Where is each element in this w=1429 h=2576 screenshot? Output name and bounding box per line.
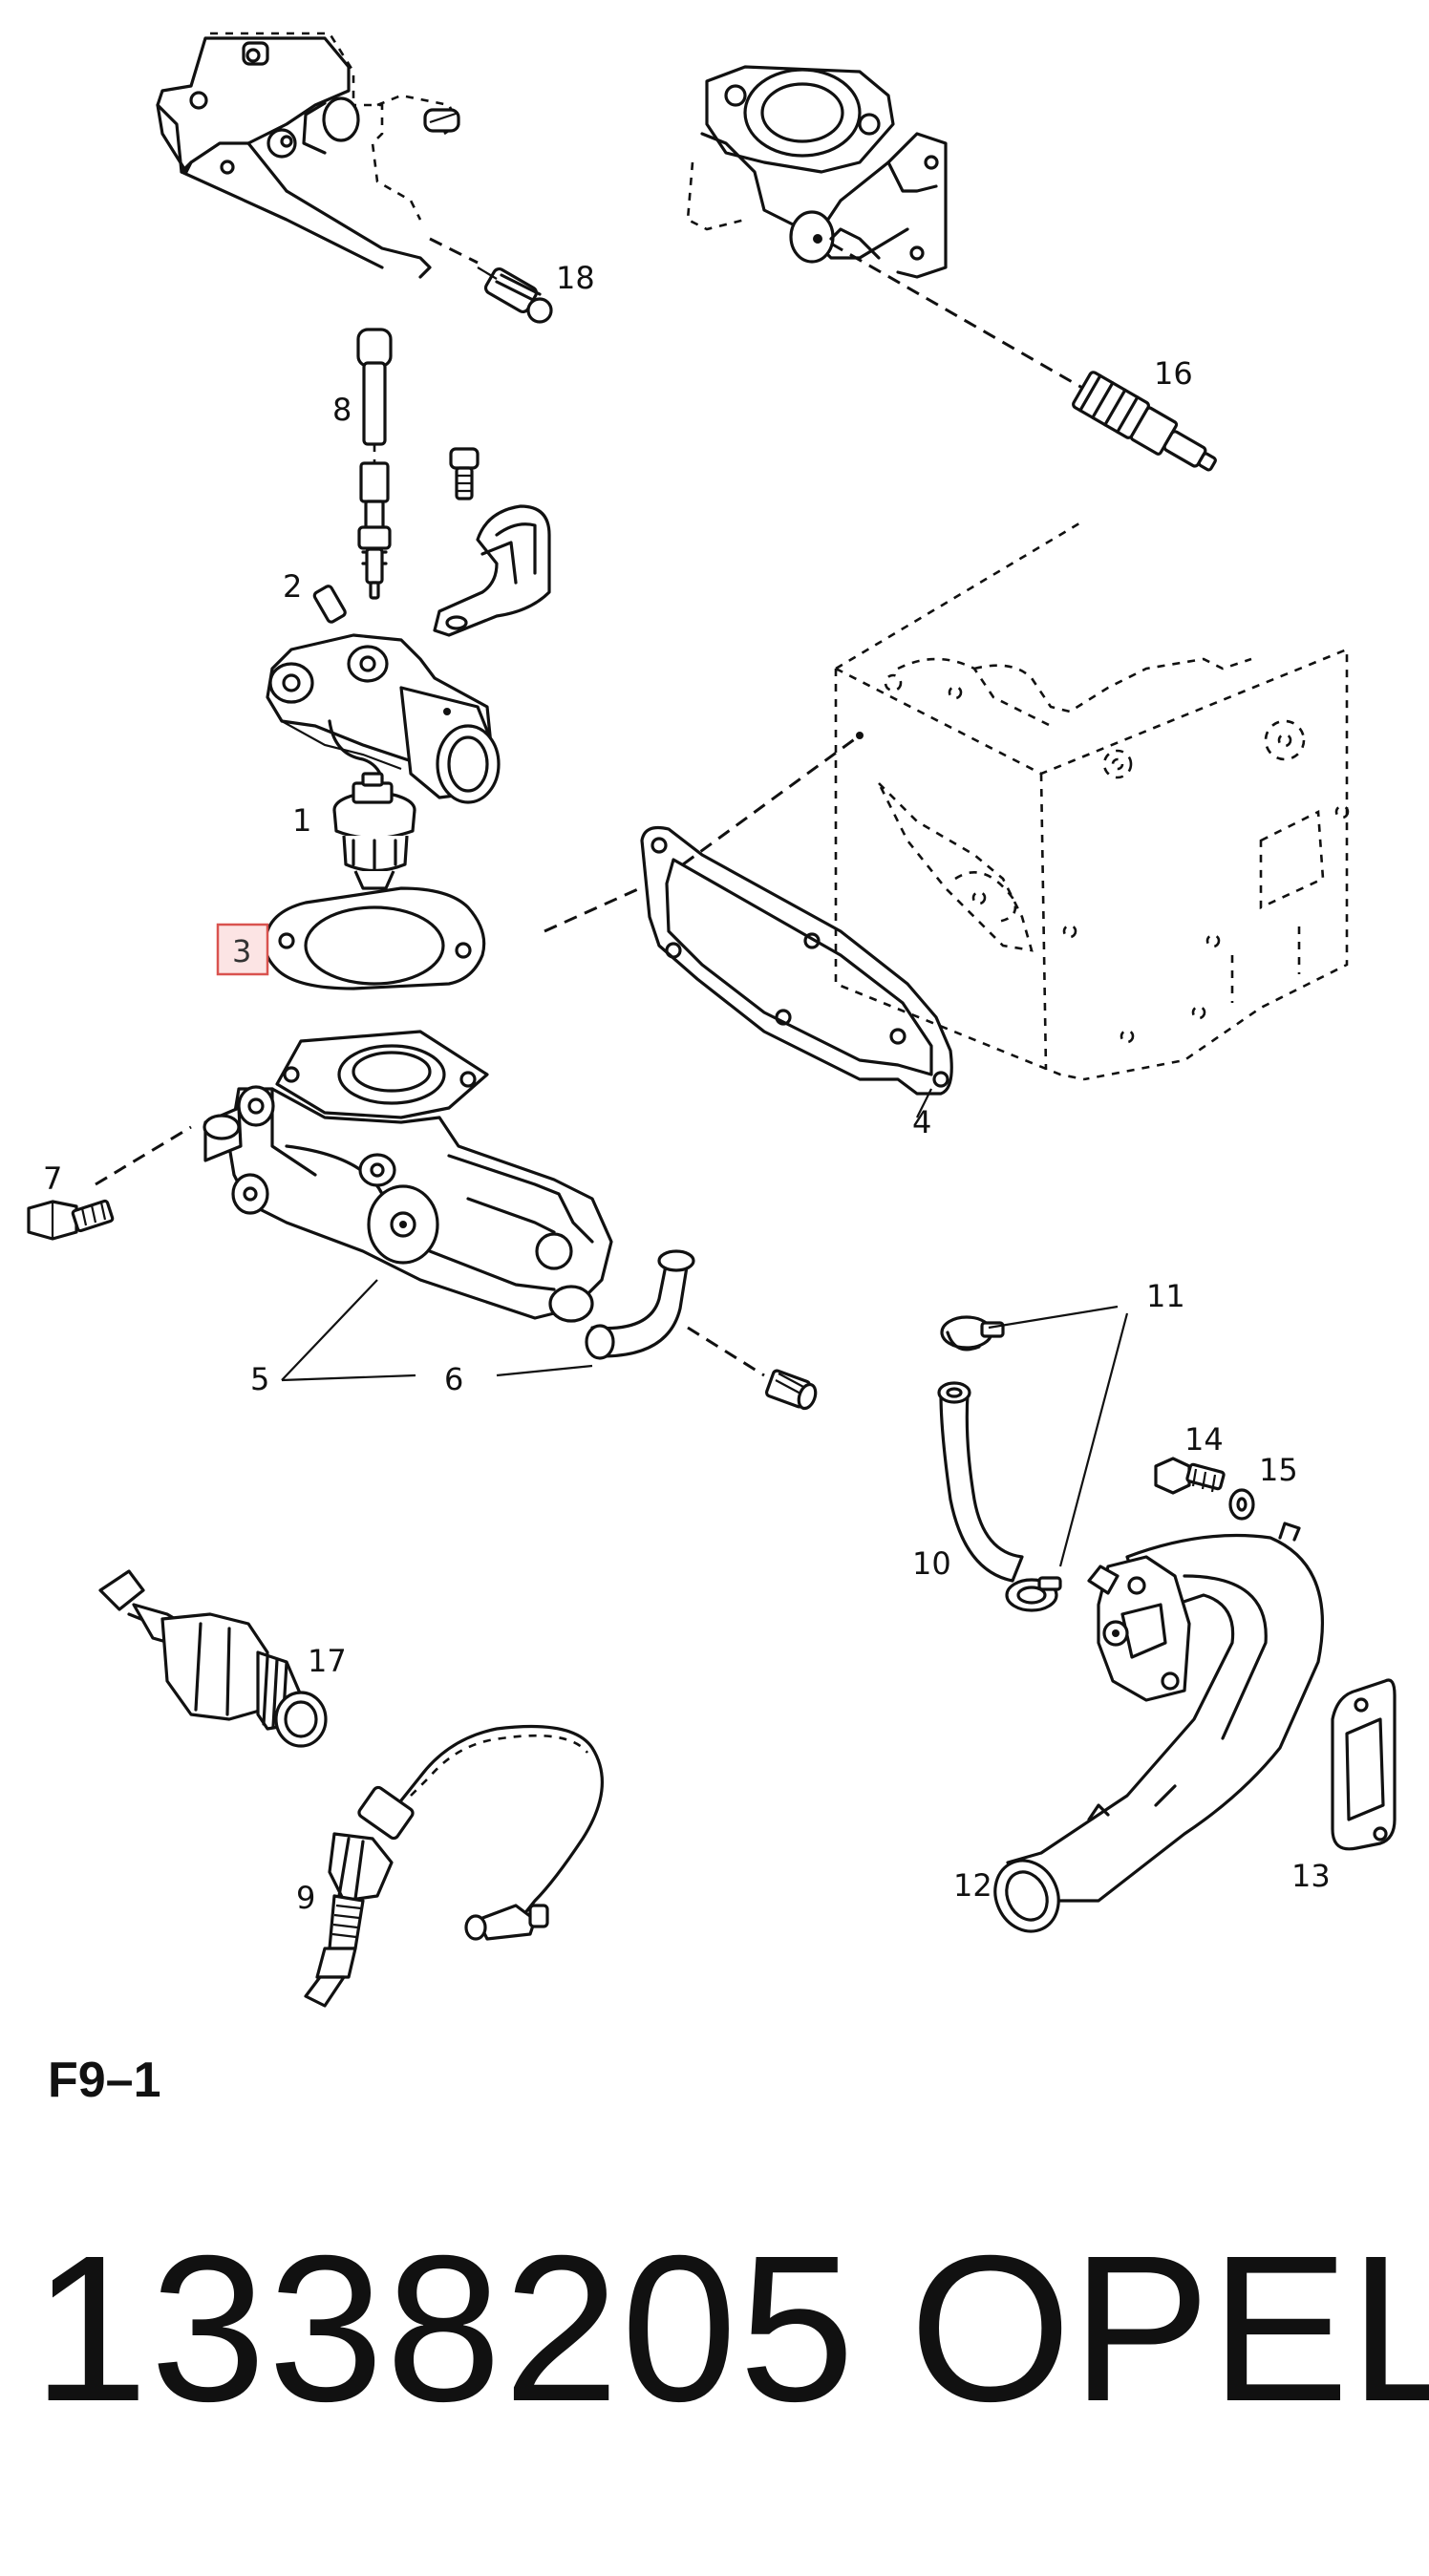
part-number: 1338205 [32, 2213, 857, 2445]
sensor-8-drawing [356, 328, 393, 600]
callout-1: 1 [292, 802, 311, 839]
sensor-17-drawing [98, 1569, 328, 1748]
callout-3-highlight: 3 [216, 923, 269, 976]
sensor-16-drawing [1072, 371, 1217, 472]
gasket-4-drawing [640, 825, 953, 1096]
thermostat-cover-drawing [266, 585, 501, 804]
bolt-14-drawing [1154, 1457, 1226, 1495]
engine-block-drawing [544, 519, 1350, 1081]
bracket-clip-drawing [433, 447, 551, 637]
plug-small-drawing [764, 1369, 818, 1411]
brand-name: OPEL [909, 2213, 1429, 2445]
bolt-18-drawing [477, 266, 553, 324]
housing-right-drawing [686, 65, 1217, 472]
callout-18: 18 [556, 260, 595, 296]
callout-labels: 18 16 8 2 1 3 4 7 5 6 11 14 15 10 17 12 … [43, 260, 1331, 1916]
callout-3: 3 [232, 933, 251, 969]
callout-9: 9 [296, 1880, 315, 1916]
cylinder-head-left-drawing [156, 32, 553, 324]
leader-lines [281, 1088, 1129, 1567]
gasket-13-drawing [1331, 1678, 1397, 1851]
thermostat-1-drawing [332, 772, 416, 890]
callout-7: 7 [43, 1160, 62, 1197]
callout-5: 5 [250, 1361, 269, 1397]
callout-6: 6 [444, 1361, 463, 1397]
washer-15-drawing [1228, 1488, 1255, 1521]
figure-code: F9–1 [48, 2053, 161, 2108]
callout-16: 16 [1154, 355, 1193, 392]
exploded-parts-diagram: 18 16 8 2 1 3 4 7 5 6 11 14 15 10 17 12 … [27, 32, 1397, 2008]
callout-15: 15 [1259, 1452, 1298, 1488]
callout-17: 17 [308, 1643, 347, 1679]
hose-10-drawing [937, 1315, 1062, 1612]
callout-4: 4 [912, 1104, 931, 1140]
water-pump-housing-drawing [95, 1030, 818, 1411]
callout-14: 14 [1184, 1421, 1224, 1458]
sensor-9-drawing [304, 1724, 604, 2008]
callout-2: 2 [283, 568, 302, 605]
elbow-pipe-12-drawing [993, 1522, 1325, 1933]
callout-12: 12 [953, 1867, 992, 1904]
callout-13: 13 [1291, 1858, 1331, 1894]
bolt-7-drawing [27, 1199, 115, 1241]
callout-10: 10 [912, 1545, 951, 1582]
gasket-3-drawing [263, 886, 486, 990]
callout-8: 8 [332, 392, 352, 428]
callout-11: 11 [1146, 1278, 1185, 1314]
